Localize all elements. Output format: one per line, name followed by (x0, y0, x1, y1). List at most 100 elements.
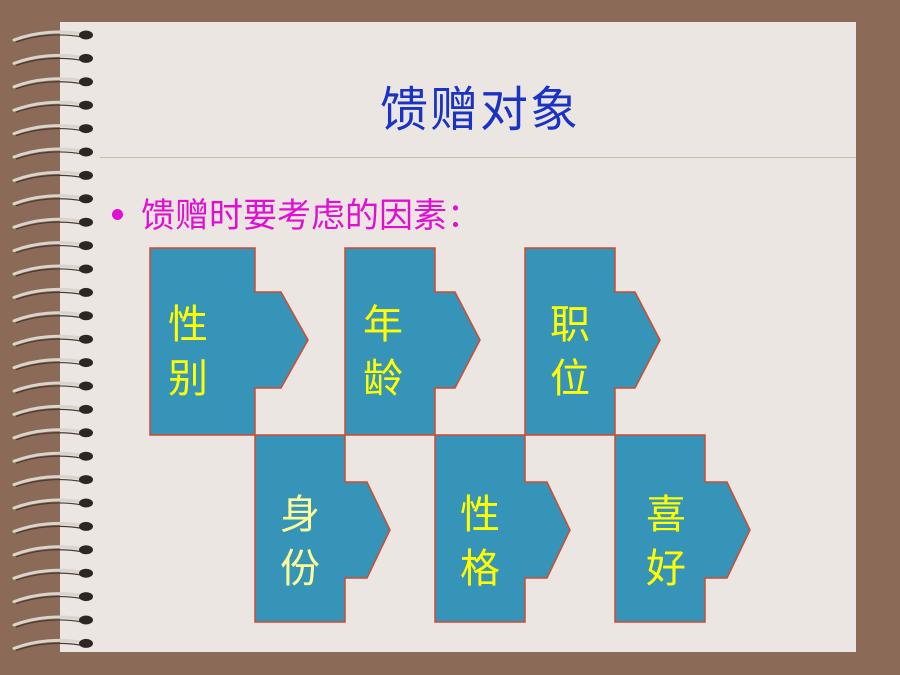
binding-hole (79, 475, 93, 485)
spiral-wire (12, 241, 84, 253)
spiral-wire-shadow (15, 57, 83, 66)
spiral-wire-shadow (15, 619, 83, 628)
binding-hole (79, 287, 93, 297)
spiral-wire-shadow (15, 151, 83, 160)
spiral-wire-shadow (15, 174, 83, 183)
binding-hole (79, 264, 93, 274)
bullet-item: 馈赠时要考虑的因素： (112, 188, 481, 237)
binding-hole (79, 545, 93, 555)
spiral-wire (12, 100, 84, 112)
binding-hole (79, 334, 93, 344)
binding-hole (79, 53, 93, 63)
spiral-wire (12, 124, 84, 136)
binding-hole (79, 194, 93, 204)
spiral-wire-shadow (15, 361, 83, 371)
spiral-wire (12, 77, 84, 89)
spiral-wire-shadow (15, 291, 83, 300)
factor-label-line: 格 (460, 546, 500, 592)
spiral-wire (12, 147, 84, 159)
spiral-wire-shadow (15, 34, 83, 43)
binding-hole (79, 241, 93, 251)
binding-hole (79, 217, 93, 227)
spiral-wire (12, 451, 84, 463)
factor-label-line: 职 (550, 302, 590, 348)
spiral-wire-shadow (15, 198, 83, 207)
spiral-wire-shadow (15, 385, 83, 394)
spiral-wire (12, 428, 84, 440)
spiral-wire (12, 170, 84, 182)
factor-label-line: 性 (168, 302, 208, 348)
spiral-binding (12, 30, 93, 651)
factor-arrow-gender (149, 247, 309, 436)
spiral-wire-shadow (15, 455, 83, 464)
spiral-wire-shadow (15, 244, 83, 254)
factor-label-line: 别 (168, 356, 208, 402)
slide-title: 馈赠对象 (379, 82, 580, 138)
factor-label-line: 年 (363, 302, 403, 348)
factor-arrow-age (344, 247, 481, 436)
spiral-wire (12, 358, 84, 370)
binding-hole (79, 592, 93, 602)
spiral-wire (12, 30, 84, 42)
factor-arrow-status (254, 434, 391, 623)
binding-hole (79, 124, 93, 134)
spiral-wire-shadow (15, 127, 83, 137)
spiral-wire (12, 475, 84, 487)
spiral-wire-shadow (15, 572, 83, 581)
spiral-wire (12, 217, 84, 229)
spiral-wire-shadow (15, 315, 83, 324)
binding-hole (79, 147, 93, 157)
factor-label-preference: 喜 好 (636, 488, 696, 596)
binding-hole (79, 404, 93, 414)
factor-label-line: 好 (646, 546, 686, 592)
spiral-wire-shadow (15, 104, 83, 113)
factor-label-line: 位 (550, 356, 590, 402)
factor-label-line: 龄 (363, 356, 403, 402)
spiral-wire-shadow (15, 432, 83, 441)
binding-hole (79, 568, 93, 578)
spiral-wire (12, 334, 84, 346)
factor-arrow-personality (434, 434, 571, 623)
spiral-wire (12, 194, 84, 206)
spiral-wire-shadow (15, 338, 83, 347)
spiral-wire-shadow (15, 549, 83, 558)
spiral-wire (12, 287, 84, 299)
binding-hole (79, 498, 93, 508)
title-divider (100, 157, 856, 158)
spiral-wire (12, 592, 84, 604)
spiral-wire-shadow (15, 81, 83, 90)
spiral-wire-shadow (15, 642, 83, 651)
binding-hole (79, 311, 93, 321)
factor-label-age: 年 龄 (353, 298, 413, 406)
spiral-wire (12, 311, 84, 323)
spiral-wire (12, 404, 84, 416)
spiral-wire (12, 545, 84, 557)
spiral-wire (12, 381, 84, 393)
binding-hole (79, 381, 93, 391)
binding-hole (79, 451, 93, 461)
spiral-wire (12, 53, 84, 65)
binding-hole (79, 100, 93, 110)
spiral-wire-shadow (15, 525, 83, 534)
spiral-wire-shadow (15, 408, 83, 417)
spiral-wire (12, 264, 84, 276)
factor-arrow-preference (614, 434, 751, 623)
spiral-wire-shadow (15, 595, 83, 605)
binding-hole (79, 521, 93, 531)
binding-hole (79, 77, 93, 87)
factor-label-line: 性 (460, 492, 500, 538)
spiral-wire-shadow (15, 268, 83, 277)
spiral-wire (12, 638, 84, 650)
factor-label-status: 身 份 (270, 488, 330, 596)
spiral-wire-shadow (15, 502, 83, 511)
spiral-wire (12, 521, 84, 533)
factor-label-line: 份 (280, 546, 320, 592)
factor-label-personality: 性 格 (450, 488, 510, 596)
factor-label-position: 职 位 (540, 298, 600, 406)
factor-label-gender: 性 别 (158, 298, 218, 406)
binding-hole (79, 428, 93, 438)
spiral-wire-shadow (15, 221, 83, 230)
factor-label-line: 身 (280, 492, 320, 538)
factor-arrow-position (524, 247, 661, 436)
